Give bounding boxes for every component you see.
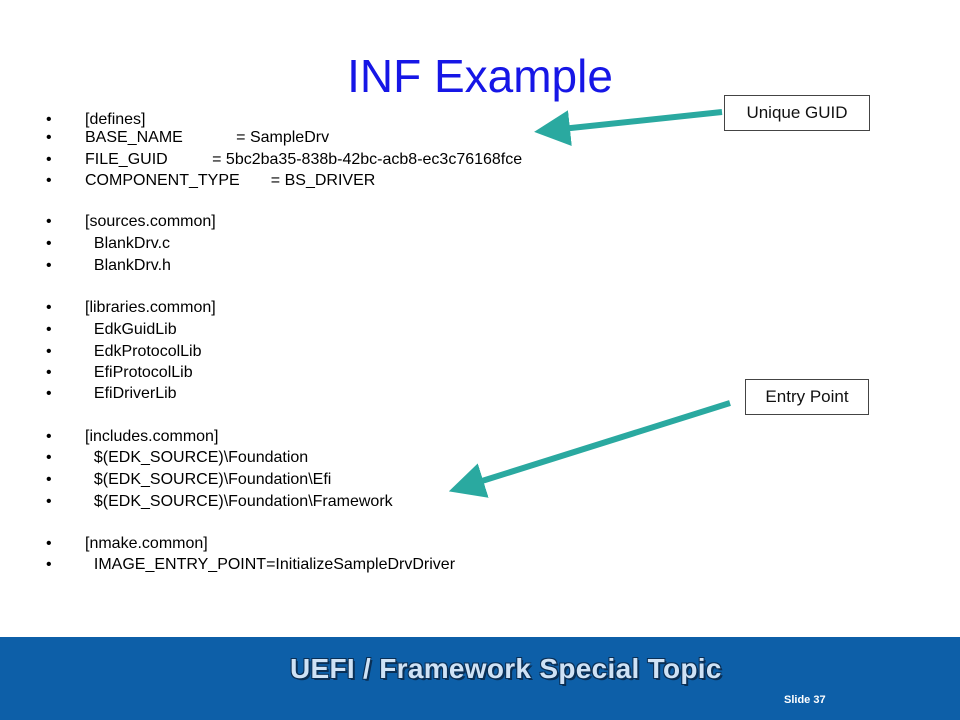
entry-arrow-icon	[448, 400, 731, 498]
unique-guid-callout: Unique GUID	[724, 95, 870, 131]
slide-number: Slide 37	[784, 694, 826, 706]
bullet-icon: •	[46, 111, 52, 128]
bullet-icon: •	[46, 493, 52, 510]
slide-title: INF Example	[347, 50, 613, 102]
guid-arrow-icon	[534, 109, 723, 147]
bullet-icon: •	[46, 385, 52, 402]
bullet-icon: •	[46, 535, 52, 552]
footer-bar: UEFI / Framework Special Topic Slide 37	[0, 637, 960, 720]
bullet-icon: •	[46, 299, 52, 316]
bullet-icon: •	[46, 235, 52, 252]
bullet-icon: •	[46, 151, 52, 168]
bullet-icon: •	[46, 213, 52, 230]
bullet-icon: •	[46, 449, 52, 466]
bullet-icon: •	[46, 172, 52, 189]
bullet-icon: •	[46, 364, 52, 381]
bullet-icon: •	[46, 428, 52, 445]
bullet-icon: •	[46, 471, 52, 488]
bullet-icon: •	[46, 129, 52, 146]
bullet-icon: •	[46, 343, 52, 360]
entry-point-callout: Entry Point	[745, 379, 869, 415]
footer-title: UEFI / Framework Special Topic	[290, 653, 722, 684]
bullet-icon: •	[46, 321, 52, 338]
bullet-icon: •	[46, 556, 52, 573]
bullet-icon: •	[46, 257, 52, 274]
